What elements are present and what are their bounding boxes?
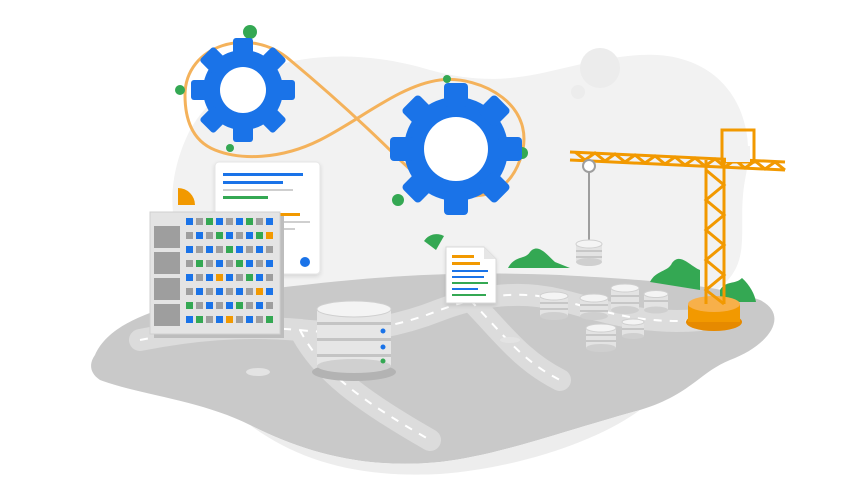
gear-icon — [191, 38, 295, 142]
decor-bubble — [580, 48, 620, 88]
gear-icon — [390, 83, 522, 215]
text-document-icon — [445, 246, 497, 304]
pie-chart-icon — [424, 234, 444, 250]
database-icon — [621, 318, 645, 339]
database-icon — [585, 323, 617, 352]
database-cluster — [539, 283, 669, 352]
database-icon — [539, 291, 569, 320]
construction-crane-icon — [569, 128, 786, 331]
database-icon — [610, 283, 640, 314]
shrub-icon — [650, 258, 700, 290]
database-icon — [312, 300, 396, 381]
shrub-icon — [508, 248, 570, 268]
infinity-loop — [183, 40, 526, 198]
spreadsheet-icon — [149, 211, 284, 338]
ground-shadow — [250, 410, 640, 475]
decor-bubble — [571, 85, 585, 99]
database-icon — [575, 239, 603, 266]
database-icon — [643, 290, 669, 314]
database-icon — [579, 293, 609, 320]
pie-chart-icon — [178, 188, 195, 205]
shrub-icon — [720, 278, 756, 302]
manhole-icon — [246, 337, 520, 376]
